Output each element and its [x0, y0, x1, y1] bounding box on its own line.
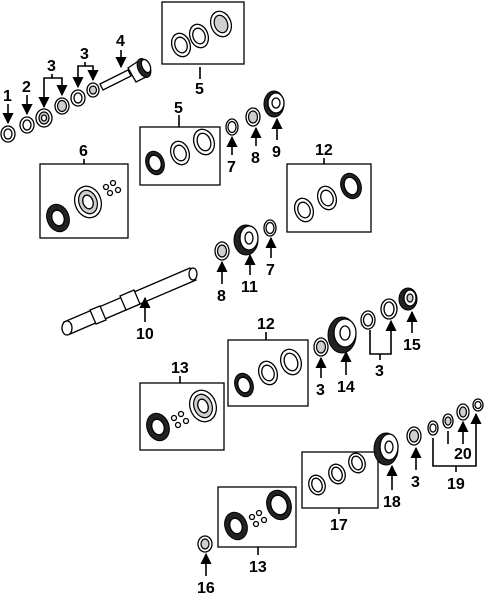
callout-labels: 1 2 3 3 4 5 5 6 7 8 9 12 8 11 7 10 12 3 …	[3, 33, 472, 597]
callout-7-mid: 7	[266, 262, 275, 279]
callout-4: 4	[116, 33, 125, 50]
gear-9	[263, 90, 285, 118]
callout-13-mid: 13	[171, 360, 189, 377]
bearing-16	[197, 535, 213, 553]
callout-16: 16	[197, 580, 215, 597]
callout-12-mid: 12	[257, 316, 275, 333]
callout-3-lower: 3	[411, 474, 420, 491]
kit-box-5-top	[161, 1, 245, 65]
bearing-3c	[70, 89, 86, 107]
kit-box-13-mid	[139, 382, 225, 451]
bearing-3-mid	[313, 337, 329, 357]
callout-3b: 3	[80, 46, 89, 63]
callout-6: 6	[79, 143, 88, 160]
callout-5-mid: 5	[174, 100, 183, 117]
callout-11: 11	[241, 279, 258, 296]
bearing-8-mid	[214, 241, 230, 261]
callout-3-mid: 3	[316, 382, 325, 399]
snap-ring-7-mid	[263, 219, 277, 237]
kit-box-13-bottom	[217, 486, 297, 548]
bearing-3-lower	[406, 426, 422, 446]
washer-2	[19, 116, 35, 134]
callout-15: 15	[403, 337, 421, 354]
callout-12-top: 12	[315, 142, 333, 159]
callout-19: 19	[447, 476, 465, 493]
kit-box-17	[301, 451, 379, 509]
callout-3-right: 3	[375, 363, 384, 380]
callout-1: 1	[3, 88, 12, 105]
kit-box-5-mid	[139, 126, 221, 186]
callout-13-bottom: 13	[249, 559, 267, 576]
callout-10: 10	[136, 326, 154, 343]
callout-3a: 3	[47, 58, 56, 75]
gear-18	[373, 432, 399, 466]
callout-20: 20	[454, 446, 472, 463]
output-shaft-10	[61, 267, 198, 336]
callout-14: 14	[337, 379, 355, 396]
callout-18: 18	[383, 494, 401, 511]
callout-8-top: 8	[251, 150, 260, 167]
kit-box-12-mid	[227, 339, 309, 407]
gear-11	[233, 224, 259, 256]
small-parts-19-20	[427, 398, 484, 436]
bearing-3b	[54, 97, 70, 115]
callout-8-mid: 8	[217, 288, 226, 305]
synchro-assembly-6	[46, 179, 122, 233]
bearing-3d	[86, 82, 100, 98]
synchro-rings-5-mid	[145, 128, 216, 176]
kit-box-12-top	[286, 163, 372, 233]
bearing-3a	[35, 108, 53, 128]
callout-2: 2	[22, 79, 31, 96]
callout-17: 17	[330, 517, 348, 534]
bearings-3-right	[360, 298, 398, 330]
gear-15	[398, 287, 418, 311]
snap-ring-7-top	[225, 118, 239, 136]
gear-14	[327, 316, 357, 354]
synchro-rings-17	[308, 452, 366, 496]
synchro-assembly-13-mid	[146, 389, 218, 442]
bearing-8-top	[245, 107, 261, 127]
input-shaft-4	[99, 58, 152, 91]
synchro-rings-12-mid	[234, 348, 303, 398]
synchro-rings-5-top	[170, 10, 233, 58]
callout-9: 9	[272, 144, 281, 161]
callout-5-top: 5	[195, 81, 204, 98]
synchro-assembly-13-bottom	[224, 489, 292, 541]
callout-7-top: 7	[227, 159, 236, 176]
synchro-rings-12-top	[293, 172, 362, 223]
leader-lines	[2, 50, 482, 576]
seal-ring-1	[0, 125, 16, 143]
